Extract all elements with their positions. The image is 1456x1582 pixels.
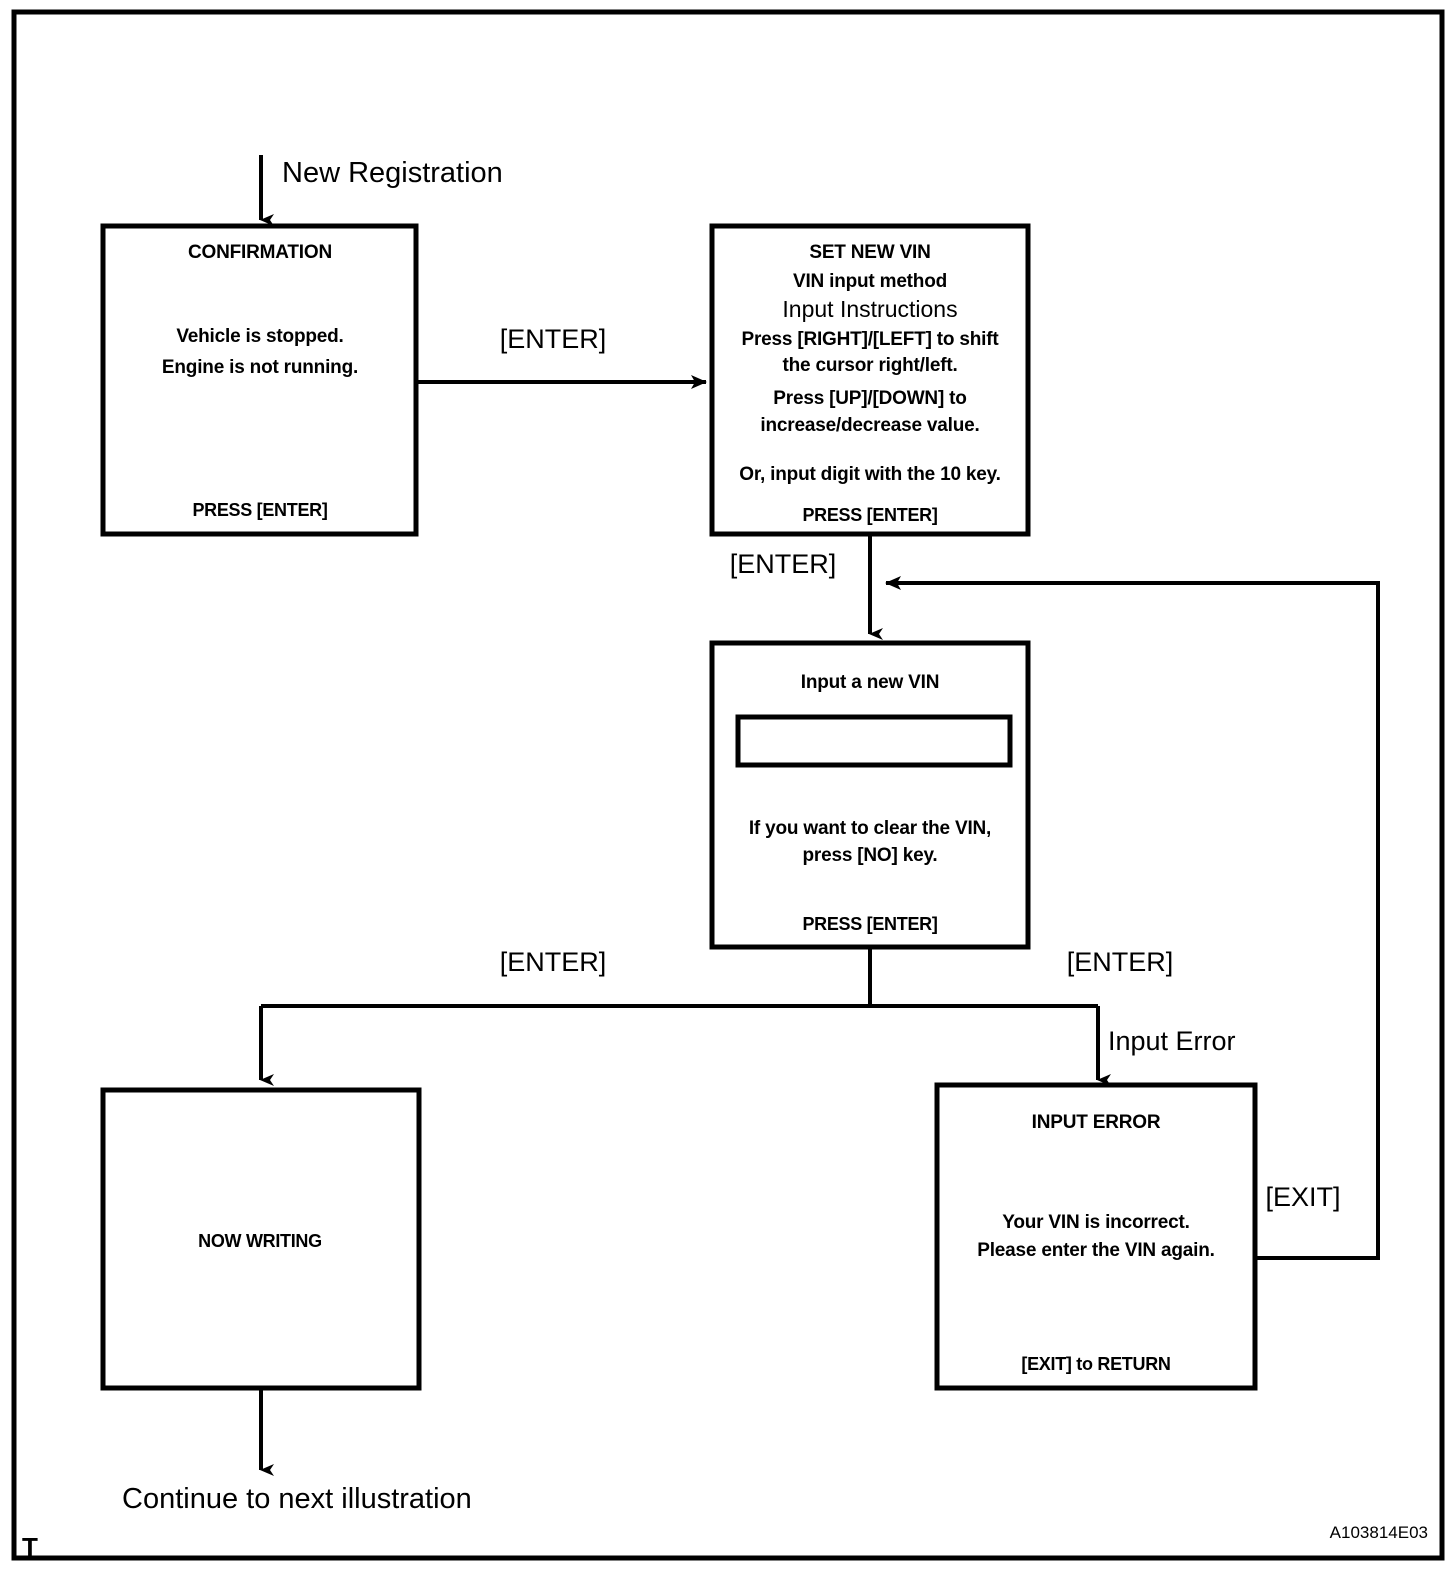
input-new-vin-heading: Input a new VIN [801,672,939,693]
node-set-new-vin: SET NEW VIN VIN input method Input Instr… [709,223,1031,537]
confirmation-heading: CONFIRMATION [188,242,332,263]
node-input-new-vin: Input a new VIN If you want to clear the… [709,640,1031,950]
illustration-code: A103814E03 [1330,1523,1428,1542]
edge-label-error-return: [EXIT] [1265,1182,1340,1212]
entry-label: New Registration [282,157,503,189]
input-error-box [934,1082,1258,1391]
edge-label-setvin-to-inputvin: [ENTER] [730,549,837,579]
set-new-vin-subheading: VIN input method [793,271,947,292]
set-new-vin-line-3: Press [UP]/[DOWN] to [773,388,966,409]
corner-mark-t: T [22,1532,38,1562]
set-new-vin-heading: SET NEW VIN [809,242,930,263]
now-writing-heading: NOW WRITING [198,1231,322,1251]
input-error-line-1: Your VIN is incorrect. [1002,1212,1189,1233]
node-confirmation: CONFIRMATION Vehicle is stopped. Engine … [100,223,419,537]
input-error-line-2: Please enter the VIN again. [977,1240,1214,1261]
exit-caption: Continue to next illustration [122,1483,472,1515]
input-new-vin-footer: PRESS [ENTER] [802,914,937,934]
confirmation-box [100,223,419,537]
input-new-vin-hint-2: press [NO] key. [803,845,938,866]
edge-error-return-path [885,576,1380,1260]
node-input-error: INPUT ERROR Your VIN is incorrect. Pleas… [934,1082,1258,1391]
set-new-vin-line-1: Press [RIGHT]/[LEFT] to shift [741,329,999,350]
set-new-vin-footer: PRESS [ENTER] [802,505,937,525]
set-new-vin-instructions-title: Input Instructions [782,296,957,322]
page-border [11,9,1445,1561]
edge-label-to-input-error: [ENTER] [1067,947,1174,977]
input-error-footer: [EXIT] to RETURN [1021,1354,1170,1374]
confirmation-line-2: Engine is not running. [162,357,358,378]
confirmation-footer: PRESS [ENTER] [192,500,327,520]
edge-label-to-now-writing: [ENTER] [500,947,607,977]
vin-input-field[interactable] [735,714,1013,768]
set-new-vin-line-2: the cursor right/left. [782,355,957,376]
set-new-vin-box [709,223,1031,537]
set-new-vin-line-4: increase/decrease value. [760,415,979,436]
input-error-heading: INPUT ERROR [1032,1112,1161,1133]
edge-label-confirm-to-setvin: [ENTER] [500,324,607,354]
confirmation-line-1: Vehicle is stopped. [176,326,343,347]
set-new-vin-line-5: Or, input digit with the 10 key. [739,464,1000,485]
input-new-vin-hint-1: If you want to clear the VIN, [749,818,991,839]
now-writing-box [100,1087,422,1391]
edge-label-input-error-note: Input Error [1108,1026,1236,1056]
node-now-writing: NOW WRITING [100,1087,422,1391]
